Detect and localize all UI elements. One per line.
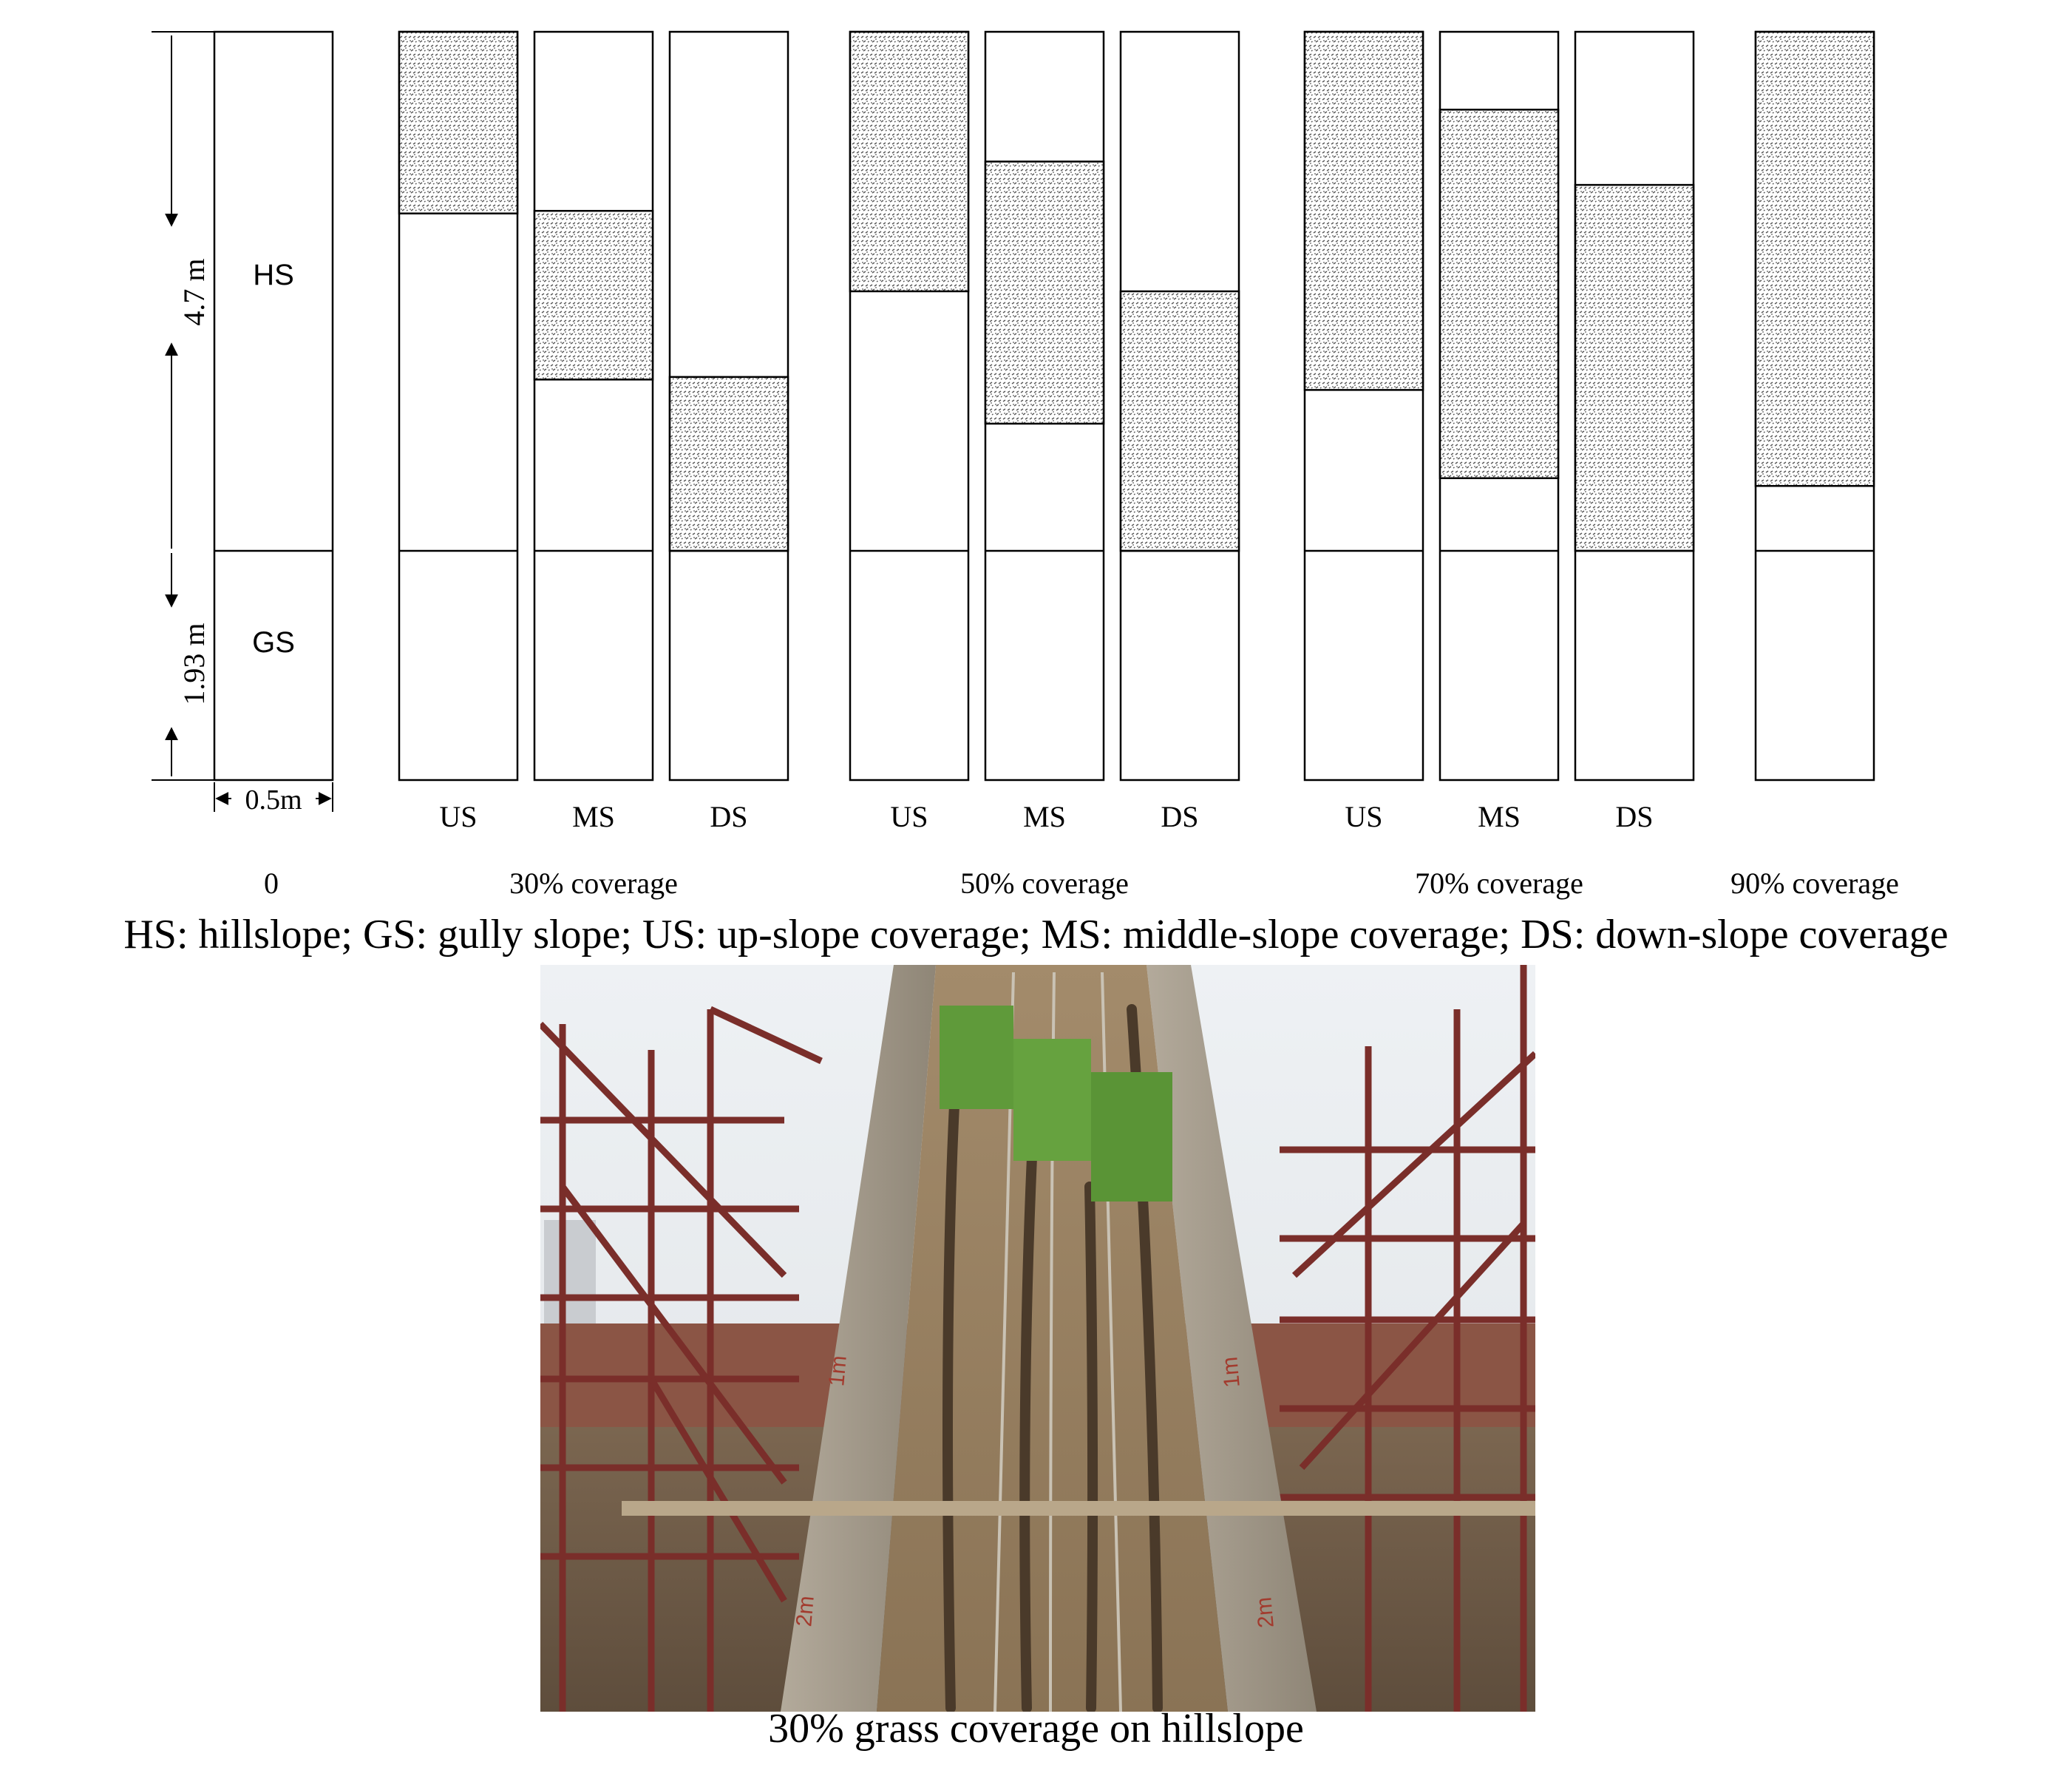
coverage-group-label: 30% coverage: [509, 867, 678, 900]
hs-segment-label: HS: [253, 259, 294, 291]
column-position-label: DS: [1161, 800, 1198, 833]
grass-strip: [1574, 183, 1695, 552]
grass-patch-2: [1013, 1039, 1091, 1161]
wooden-crossbar: [622, 1501, 1535, 1516]
flume-left-wall: [781, 965, 936, 1712]
column-position-label: MS: [1478, 800, 1521, 833]
grass-strip: [984, 160, 1105, 425]
dimension-annotations: 4.7 m 1.93 m 0.5m: [152, 31, 333, 816]
column-position-label: DS: [710, 800, 747, 833]
column-position-labels: US MS DS US MS DS US MS DS: [439, 800, 1653, 833]
coverage-group-labels: 0 30% coverage 50% coverage 70% coverage 90%…: [264, 867, 1899, 900]
distant-building: [544, 1220, 596, 1323]
grass-strip: [1754, 30, 1875, 487]
column-position-label: US: [1345, 800, 1382, 833]
plot-column: [668, 30, 789, 782]
plot-column: [213, 30, 334, 782]
flume-right-wall: [1147, 965, 1317, 1712]
column-position-label: MS: [572, 800, 615, 833]
photo-caption: 30% grass coverage on hillslope: [768, 1706, 1304, 1752]
column-position-label: DS: [1615, 800, 1653, 833]
coverage-group-label: 50% coverage: [960, 867, 1129, 900]
plot-column: [849, 30, 970, 782]
column-position-label: US: [439, 800, 477, 833]
scale-mark-left-1m: 1m: [824, 1355, 852, 1387]
gs-length-label: 1.93 m: [177, 623, 211, 705]
column-position-label: MS: [1023, 800, 1066, 833]
coverage-scheme-diagram: 4.7 m 1.93 m 0.5m HS GS US MS DS US MS DS US MS D…: [152, 30, 1899, 900]
grass-strip: [668, 376, 789, 552]
scale-mark-right-1m: 1m: [1217, 1356, 1245, 1389]
column-outline: [533, 30, 654, 782]
grass-patches: [940, 1006, 1172, 1201]
plot-column: [1574, 30, 1695, 782]
grass-strip: [1438, 109, 1560, 479]
grass-strip: [849, 30, 970, 293]
scale-mark-right-2m: 2m: [1251, 1596, 1279, 1629]
scaffolding-right: [1280, 965, 1535, 1712]
plot-column: [1438, 30, 1560, 782]
scale-mark-left-2m: 2m: [792, 1595, 819, 1627]
plot-columns: HS GS: [213, 30, 1875, 782]
grass-patch-1: [940, 1006, 1013, 1109]
coverage-group-label: 70% coverage: [1415, 867, 1583, 900]
plot-column: [398, 30, 519, 782]
coverage-group-label: 0: [264, 867, 279, 900]
width-label: 0.5m: [245, 784, 302, 816]
flume-photo: 1m 2m 1m 2m: [540, 965, 1535, 1712]
hs-length-label: 4.7 m: [177, 258, 211, 325]
plot-column: [1754, 30, 1875, 782]
grass-strip: [1119, 290, 1240, 552]
column-outline: [213, 30, 334, 782]
grass-patch-3: [1091, 1072, 1172, 1201]
plot-column: [533, 30, 654, 782]
grass-strip: [1303, 30, 1424, 391]
plot-column: [1119, 30, 1240, 782]
coverage-group-label: 90% coverage: [1730, 867, 1899, 900]
gs-segment-label: GS: [252, 626, 295, 659]
grass-strip: [533, 209, 654, 381]
plot-column: [1303, 30, 1424, 782]
grass-strip: [398, 30, 519, 214]
column-position-label: US: [890, 800, 928, 833]
plot-column: [984, 30, 1105, 782]
scaffolding-left: [540, 1006, 823, 1712]
legend-text: HS: hillslope; GS: gully slope; US: up-s…: [123, 912, 1949, 958]
